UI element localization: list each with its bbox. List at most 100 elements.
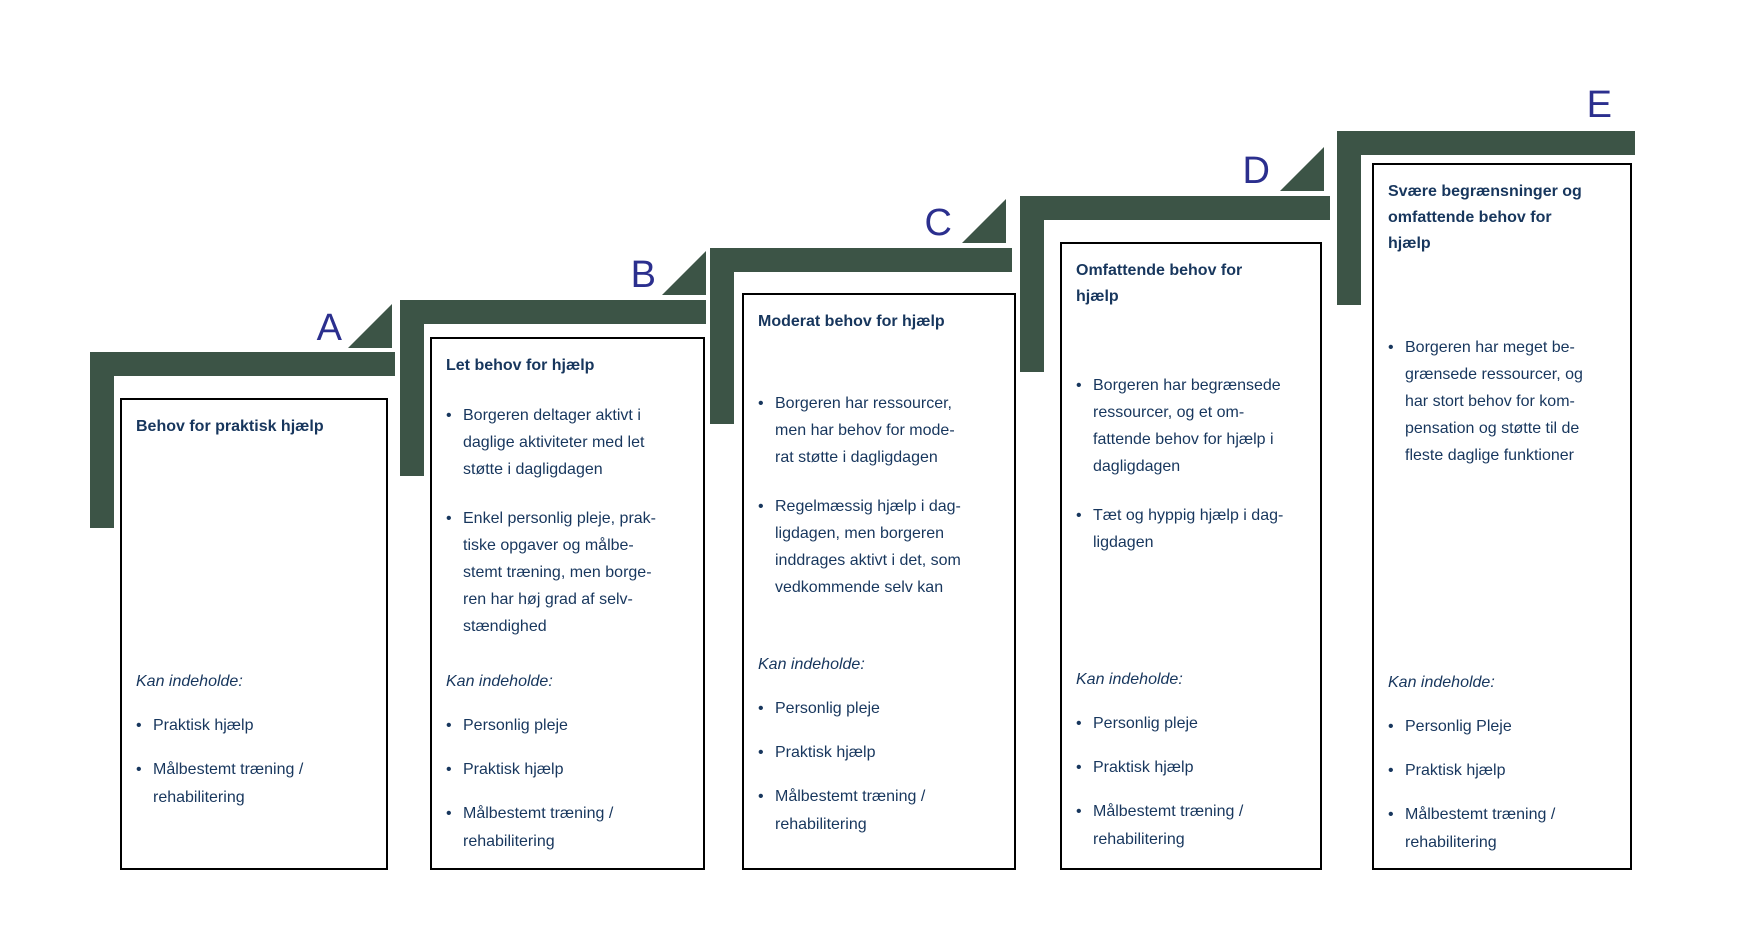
bullet-icon [446,756,463,784]
bullet-icon [1076,372,1093,480]
bullet-icon [446,800,463,856]
step-a-kan-item: Praktisk hjælp [136,712,374,740]
step-c-bar-horizontal [710,248,1012,272]
bullet-icon [758,739,775,767]
step-d-kan-item-text: Praktisk hjælp [1093,759,1194,776]
step-e-letter: E [1586,84,1612,126]
step-a-kan-item: Målbestemt træning / rehabilitering [136,756,374,812]
step-e-bar-vertical [1337,131,1361,305]
step-c-bullet-text: Regelmæssig hjælp i dag- ligdagen, men b… [775,498,961,596]
step-c-kan-item-text: Målbestemt træning / rehabilitering [775,788,926,833]
step-b-kan-section: Kan indeholde: Personlig pleje Praktisk … [446,669,691,856]
step-c-kan-item-text: Personlig pleje [775,700,880,717]
step-c-letter: C [924,202,952,244]
step-e-kan-item-text: Praktisk hjælp [1405,762,1506,779]
step-b-kan-label: Kan indeholde: [446,673,553,690]
step-e-kan-item-text: Personlig Pleje [1405,718,1512,735]
step-b-bullets: Borgeren deltager aktivt i daglige aktiv… [446,402,691,640]
step-c-triangle-icon [962,199,1006,243]
bullet-icon [1388,713,1405,741]
step-b-kan-item: Praktisk hjælp [446,756,691,784]
bullet-icon [758,695,775,723]
step-a-kan-label: Kan indeholde: [136,673,243,690]
step-b-bullet-text: Enkel personlig pleje, prak- tiske opgav… [463,510,656,635]
step-c-bullet: Borgeren har ressourcer, men har behov f… [758,390,1002,471]
step-d-kan-item-text: Personlig pleje [1093,715,1198,732]
step-b-title: Let behov for hjælp [446,357,595,374]
step-d-triangle-icon [1280,147,1324,191]
bullet-icon [136,756,153,812]
step-c-bar-vertical [710,248,734,424]
step-b-bullet: Enkel personlig pleje, prak- tiske opgav… [446,505,691,640]
bullet-icon [1388,757,1405,785]
step-a-bar-horizontal [90,352,395,376]
step-e-kan-item: Personlig Pleje [1388,713,1618,741]
step-d-bullet: Tæt og hyppig hjælp i dag- ligdagen [1076,502,1308,556]
step-e-card: Svære begrænsninger og omfattende behov … [1372,163,1632,870]
step-d-kan-item: Målbestemt træning / rehabilitering [1076,798,1308,854]
step-e-bullets: Borgeren har meget be- grænsede ressourc… [1388,334,1618,469]
step-a-triangle-icon [348,304,392,348]
step-d-kan-item: Praktisk hjælp [1076,754,1308,782]
step-a-kan-section: Kan indeholde: Praktisk hjælp Målbestemt… [136,669,374,812]
bullet-icon [1388,801,1405,857]
step-c-kan-item-text: Praktisk hjælp [775,744,876,761]
bullet-icon [136,712,153,740]
step-c-kan-item: Målbestemt træning / rehabilitering [758,783,1002,839]
bullet-icon [1388,334,1405,469]
step-d-bullets: Borgeren har begrænsede ressourcer, og e… [1076,372,1308,556]
step-e-kan-label: Kan indeholde: [1388,674,1495,691]
step-d-bullet-text: Tæt og hyppig hjælp i dag- ligdagen [1093,507,1284,551]
step-c-bullet-text: Borgeren har ressourcer, men har behov f… [775,395,955,466]
step-a-letter: A [316,307,342,349]
step-d-kan-section: Kan indeholde: Personlig pleje Praktisk … [1076,667,1308,854]
step-a-kan-item-text: Praktisk hjælp [153,717,254,734]
bullet-icon [446,402,463,483]
step-e-kan-item: Målbestemt træning / rehabilitering [1388,801,1618,857]
bullet-icon [1076,502,1093,556]
step-e-bullet: Borgeren har meget be- grænsede ressourc… [1388,334,1618,469]
bullet-icon [758,493,775,601]
step-d-letter: D [1242,150,1270,192]
step-d-bar-vertical [1020,196,1044,372]
step-d-kan-label: Kan indeholde: [1076,671,1183,688]
step-c-kan-label: Kan indeholde: [758,656,865,673]
bullet-icon [1076,754,1093,782]
step-a-title: Behov for praktisk hjælp [136,418,324,435]
step-a-card: Behov for praktisk hjælp Kan indeholde: … [120,398,388,870]
bullet-icon [446,505,463,640]
step-b-bar-vertical [400,300,424,476]
step-c-kan-section: Kan indeholde: Personlig pleje Praktisk … [758,652,1002,839]
bullet-icon [758,390,775,471]
step-b-letter: B [630,254,656,296]
step-b-triangle-icon [662,251,706,295]
step-b-kan-item: Personlig pleje [446,712,691,740]
step-d-bullet-text: Borgeren har begrænsede ressourcer, og e… [1093,377,1281,475]
step-c-bullet: Regelmæssig hjælp i dag- ligdagen, men b… [758,493,1002,601]
step-c-kan-item: Personlig pleje [758,695,1002,723]
bullet-icon [446,712,463,740]
bullet-icon [758,783,775,839]
step-b-kan-item: Målbestemt træning / rehabilitering [446,800,691,856]
step-d-kan-item-text: Målbestemt træning / rehabilitering [1093,803,1244,848]
step-c-bullets: Borgeren har ressourcer, men har behov f… [758,390,1002,601]
step-a-kan-item-text: Målbestemt træning / rehabilitering [153,761,304,806]
step-b-bullet-text: Borgeren deltager aktivt i daglige aktiv… [463,407,645,478]
step-b-bullet: Borgeren deltager aktivt i daglige aktiv… [446,402,691,483]
step-c-card: Moderat behov for hjælp Borgeren har res… [742,293,1016,870]
step-c-kan-item: Praktisk hjælp [758,739,1002,767]
bullet-icon [1076,710,1093,738]
step-b-kan-item-text: Praktisk hjælp [463,761,564,778]
step-e-bar-horizontal [1337,131,1635,155]
step-d-bullet: Borgeren har begrænsede ressourcer, og e… [1076,372,1308,480]
step-e-kan-section: Kan indeholde: Personlig Pleje Praktisk … [1388,670,1618,857]
step-d-bar-horizontal [1020,196,1330,220]
step-d-kan-item: Personlig pleje [1076,710,1308,738]
step-c-title: Moderat behov for hjælp [758,313,945,330]
step-e-kan-item: Praktisk hjælp [1388,757,1618,785]
step-b-kan-item-text: Personlig pleje [463,717,568,734]
step-b-kan-item-text: Målbestemt træning / rehabilitering [463,805,614,850]
step-d-card: Omfattende behov for hjælp Borgeren har … [1060,242,1322,870]
bullet-icon [1076,798,1093,854]
